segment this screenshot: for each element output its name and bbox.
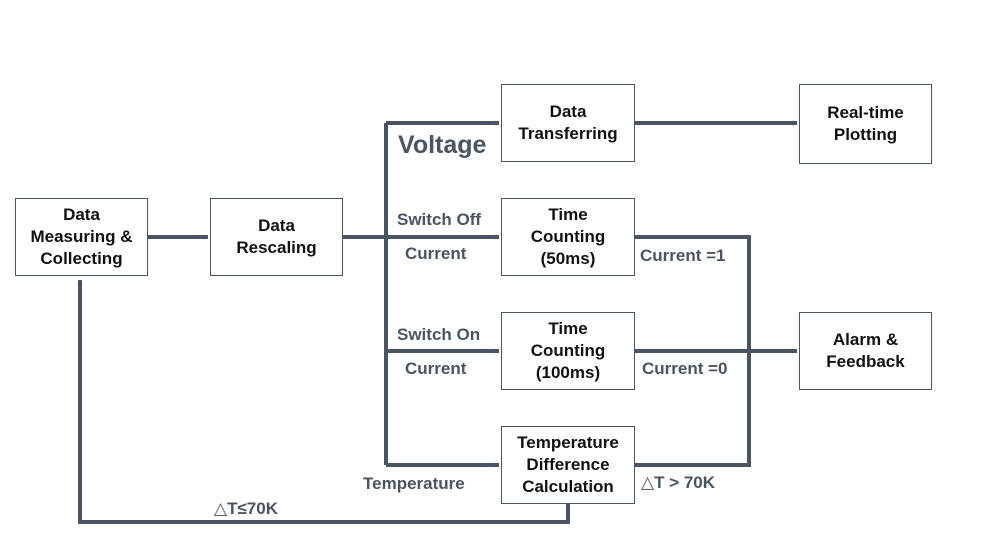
label-switch-off: Switch Off (397, 210, 482, 229)
data-rescaling-box: Data Rescaling (210, 198, 343, 276)
label-current-2: Current (405, 359, 467, 378)
label-current-eq-1: Current =1 (640, 246, 726, 265)
data-measuring-text: Data Measuring & Collecting (30, 205, 133, 268)
alarm-feedback-text: Alarm & Feedback (826, 330, 905, 371)
label-temperature: Temperature (363, 474, 465, 493)
label-delta-le: △T≤70K (214, 499, 278, 518)
label-voltage: Voltage (398, 131, 487, 159)
label-delta-gt: △T > 70K (641, 473, 716, 492)
time-counting-100-box: Time Counting (100ms) (501, 312, 635, 390)
label-switch-on: Switch On (397, 325, 481, 344)
data-transferring-text: Data Transferring (518, 102, 618, 143)
label-current-eq-0: Current =0 (642, 359, 728, 378)
realtime-plotting-text: Real-time Plotting (827, 103, 904, 144)
alarm-feedback-box: Alarm & Feedback (799, 312, 932, 390)
data-measuring-box: Data Measuring & Collecting (15, 198, 148, 276)
time-counting-50-text: Time Counting (50ms) (530, 205, 606, 268)
data-transferring-box: Data Transferring (501, 84, 635, 162)
line-time-counting-50-out (635, 235, 751, 351)
realtime-plotting-box: Real-time Plotting (799, 84, 932, 164)
data-rescaling-text: Data Rescaling (236, 216, 317, 257)
time-counting-50-box: Time Counting (50ms) (501, 198, 635, 276)
temp-diff-calc-text: Temperature Difference Calculation (517, 433, 619, 496)
arrow-feedback-loop (77, 279, 570, 524)
time-counting-100-text: Time Counting (100ms) (530, 319, 606, 382)
line-temp-diff-out (635, 351, 751, 467)
temp-diff-calc-box: Temperature Difference Calculation (501, 426, 635, 504)
label-current-1: Current (405, 244, 467, 263)
